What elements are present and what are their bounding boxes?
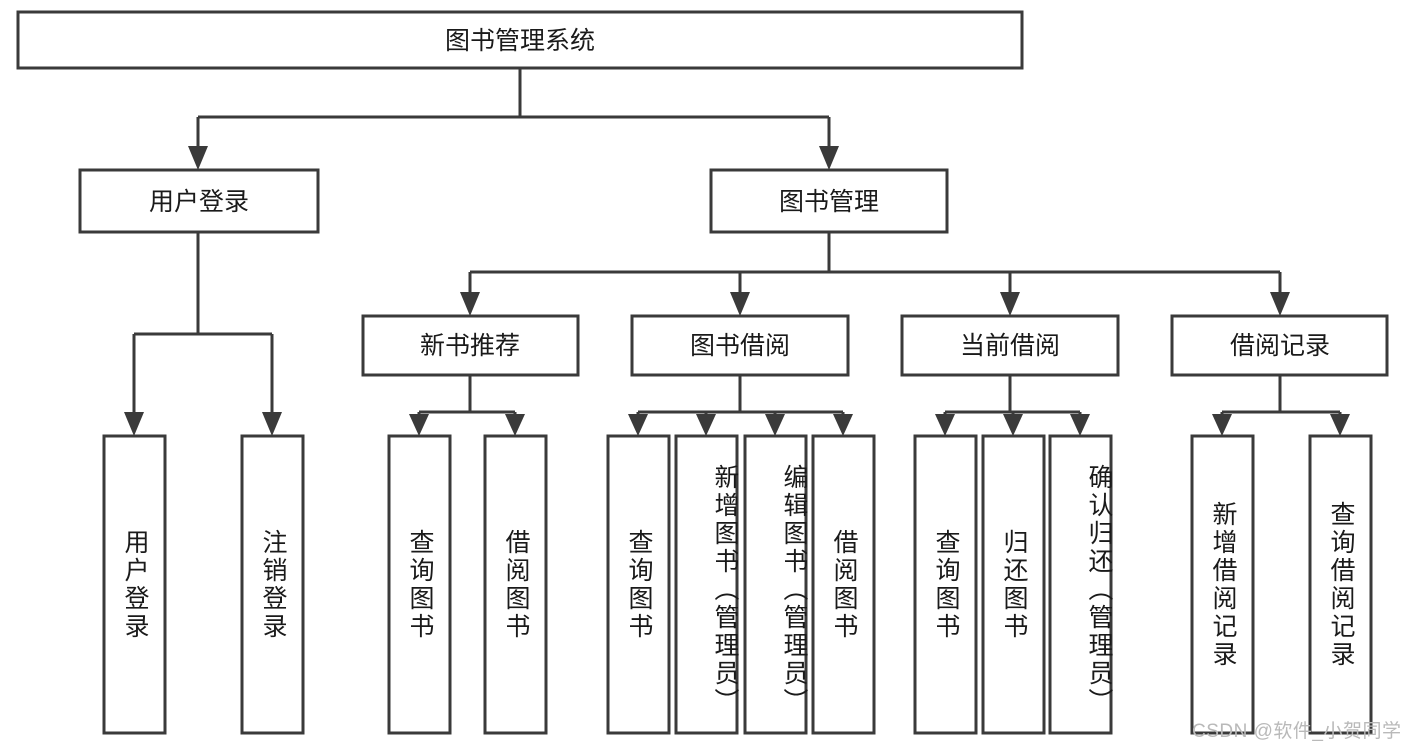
arrow-head-book-mgmt — [819, 146, 839, 170]
leaf-new-book-0[interactable] — [387, 434, 452, 735]
label-book-borrow: 图书借阅 — [690, 332, 790, 360]
label-borrow-record: 借阅记录 — [1230, 332, 1330, 360]
leaf-user-login-1[interactable] — [240, 434, 305, 735]
label-new-book-recommend: 新书推荐 — [420, 332, 520, 360]
label-user-login: 用户登录 — [149, 188, 249, 216]
leaf-book-borrow-3[interactable] — [811, 434, 876, 735]
node-layer — [16, 10, 1389, 735]
arrow-head-bb-query — [628, 414, 648, 436]
arrow-head-bb-edit — [765, 414, 785, 436]
arrow-head-user-login — [188, 146, 208, 170]
arrow-head-bb-borrow — [833, 414, 853, 436]
node-book-management[interactable] — [709, 168, 949, 234]
node-new-book-recommend[interactable] — [361, 314, 580, 377]
leaf-current-borrow-0[interactable] — [913, 434, 978, 735]
node-book-borrow[interactable] — [630, 314, 850, 377]
arrow-head-br-add — [1212, 414, 1232, 436]
node-root[interactable] — [16, 10, 1024, 70]
leaf-book-borrow-0[interactable] — [606, 434, 671, 735]
label-layer: 图书管理系统 用户登录 图书管理 新书推荐 图书借阅 当前借阅 借阅记录 — [149, 27, 1330, 360]
label-book-management: 图书管理 — [779, 188, 879, 216]
leaf-borrow-record-0[interactable] — [1190, 434, 1255, 735]
node-current-borrow[interactable] — [900, 314, 1120, 377]
leaf-user-login-0[interactable] — [102, 434, 167, 735]
arrow-head-book-borrow — [730, 292, 750, 316]
leaf-borrow-record-1[interactable] — [1308, 434, 1373, 735]
arrow-head-nbr-query — [409, 414, 429, 436]
leaf-book-borrow-1[interactable] — [674, 434, 739, 735]
connector-layer — [124, 68, 1350, 436]
csdn-watermark: CSDN @软件_小贺同学 — [1192, 721, 1402, 742]
arrow-head-br-query — [1330, 414, 1350, 436]
arrow-head-bb-add — [696, 414, 716, 436]
leaf-current-borrow-2[interactable] — [1048, 434, 1113, 735]
arrow-head-leaf-user-login — [124, 412, 144, 436]
arrow-head-cb-query — [935, 414, 955, 436]
arrow-head-nbr-borrow — [505, 414, 525, 436]
leaf-new-book-1[interactable] — [483, 434, 548, 735]
arrow-head-current-borrow — [1000, 292, 1020, 316]
leaf-current-borrow-1[interactable] — [981, 434, 1046, 735]
node-user-login[interactable] — [78, 168, 320, 234]
arrow-head-borrow-record — [1270, 292, 1290, 316]
arrow-head-new-book — [460, 292, 480, 316]
arrow-head-cb-confirm — [1070, 414, 1090, 436]
label-root: 图书管理系统 — [445, 27, 595, 55]
arrow-head-leaf-logout — [262, 412, 282, 436]
label-current-borrow: 当前借阅 — [960, 332, 1060, 360]
arrow-head-cb-return — [1003, 414, 1023, 436]
node-borrow-record[interactable] — [1170, 314, 1389, 377]
leaf-book-borrow-2[interactable] — [743, 434, 808, 735]
